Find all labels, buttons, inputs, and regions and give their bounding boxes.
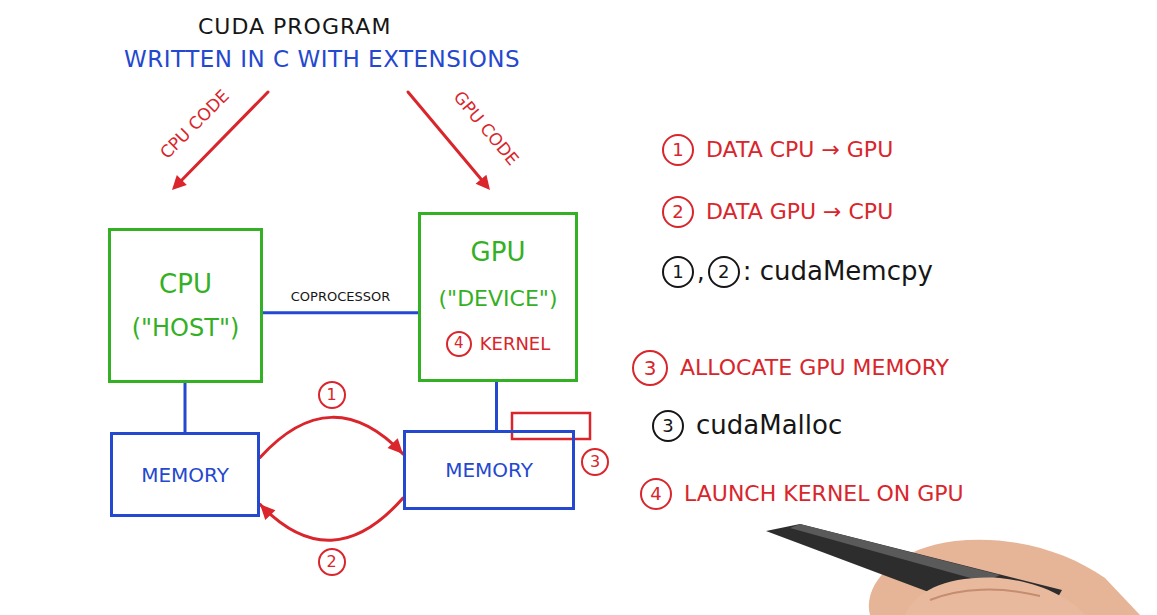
step-text: DATA GPU → CPU: [706, 199, 893, 225]
memory-text: MEMORY: [141, 463, 229, 487]
connector-line: [260, 498, 403, 540]
pen-highlight: [790, 524, 1000, 582]
subtitle: WRITTEN IN C WITH EXTENSIONS: [124, 46, 520, 74]
rotated-label-holder: CPU CODE: [156, 85, 233, 162]
copy-arrow: [260, 498, 403, 540]
callout-number: 2: [662, 196, 694, 228]
callout-number: 1: [662, 256, 694, 288]
arrow-label: CPU CODE: [156, 85, 233, 162]
step-text: DATA CPU → GPU: [706, 137, 893, 163]
hand-illustration: [766, 524, 1140, 615]
step-row: 4 LAUNCH KERNEL ON GPU: [640, 478, 964, 510]
edge-label: COPROCESSOR: [291, 289, 390, 305]
step-text: ALLOCATE GPU MEMORY: [680, 355, 949, 381]
separator-text: ,: [697, 258, 705, 287]
rotated-label-holder: GPU CODE: [449, 87, 523, 169]
arrow-head: [476, 175, 490, 190]
memory-link: [496, 382, 497, 430]
step-text: LAUNCH KERNEL ON GPU: [684, 481, 964, 507]
callout-number: 2: [318, 548, 346, 576]
diagram-title: CUDA PROGRAM: [198, 14, 391, 40]
callout-number: 1: [318, 381, 346, 409]
host-text: ("HOST"): [132, 314, 240, 343]
connector-line: [184, 383, 187, 432]
connector-line: [260, 417, 403, 457]
api-name: cudaMalloc: [696, 410, 842, 441]
kernel-row: 4 KERNEL: [446, 331, 551, 357]
memory-box: MEMORY: [403, 430, 575, 510]
api-name: : cudaMemcpy: [743, 256, 933, 287]
memory-box: MEMORY: [110, 432, 260, 517]
arrow-head: [260, 504, 275, 520]
arrow-head: [172, 175, 187, 190]
callout-number: 3: [632, 350, 668, 386]
kernel-label: KERNEL: [480, 333, 551, 355]
allocation-marker: [512, 413, 590, 439]
callout-number: 1: [662, 134, 694, 166]
edge-label-holder: 2: [318, 548, 346, 576]
finger-crease: [930, 590, 1040, 600]
arrow-head: [388, 438, 403, 454]
callout-number: 4: [446, 331, 472, 357]
device-text: GPU: [471, 237, 526, 268]
device-box: GPU ("DEVICE") 4 KERNEL: [418, 212, 578, 382]
finger-shape: [905, 578, 1085, 615]
step-row: 3 ALLOCATE GPU MEMORY: [632, 350, 949, 386]
edge-label-holder: 1: [318, 381, 346, 409]
arrow-label: GPU CODE: [449, 87, 523, 169]
callout-number: 2: [708, 256, 740, 288]
label-holder: 3: [581, 448, 609, 476]
callout-number: 3: [652, 410, 684, 442]
memory-text: MEMORY: [445, 458, 533, 482]
connector-line: [263, 311, 418, 314]
api-row: 1,2: cudaMemcpy: [662, 256, 933, 288]
memory-link: [185, 383, 186, 432]
title-holder: CUDA PROGRAM: [198, 14, 391, 40]
callout-number: 3: [581, 448, 609, 476]
copy-arrow: [260, 417, 403, 457]
callout-number: 4: [640, 478, 672, 510]
host-box: CPU ("HOST"): [108, 228, 263, 383]
host-text: CPU: [159, 269, 212, 300]
step-row: 2 DATA GPU → CPU: [662, 196, 893, 228]
api-row: 3 cudaMalloc: [652, 410, 842, 442]
device-text: ("DEVICE"): [438, 286, 557, 312]
label-holder: WRITTEN IN C WITH EXTENSIONS: [124, 46, 520, 74]
coprocessor-link: [263, 312, 418, 313]
step-row: 1 DATA CPU → GPU: [662, 134, 893, 166]
edge-label-holder: COPROCESSOR: [291, 286, 390, 305]
connector-line: [495, 382, 498, 430]
